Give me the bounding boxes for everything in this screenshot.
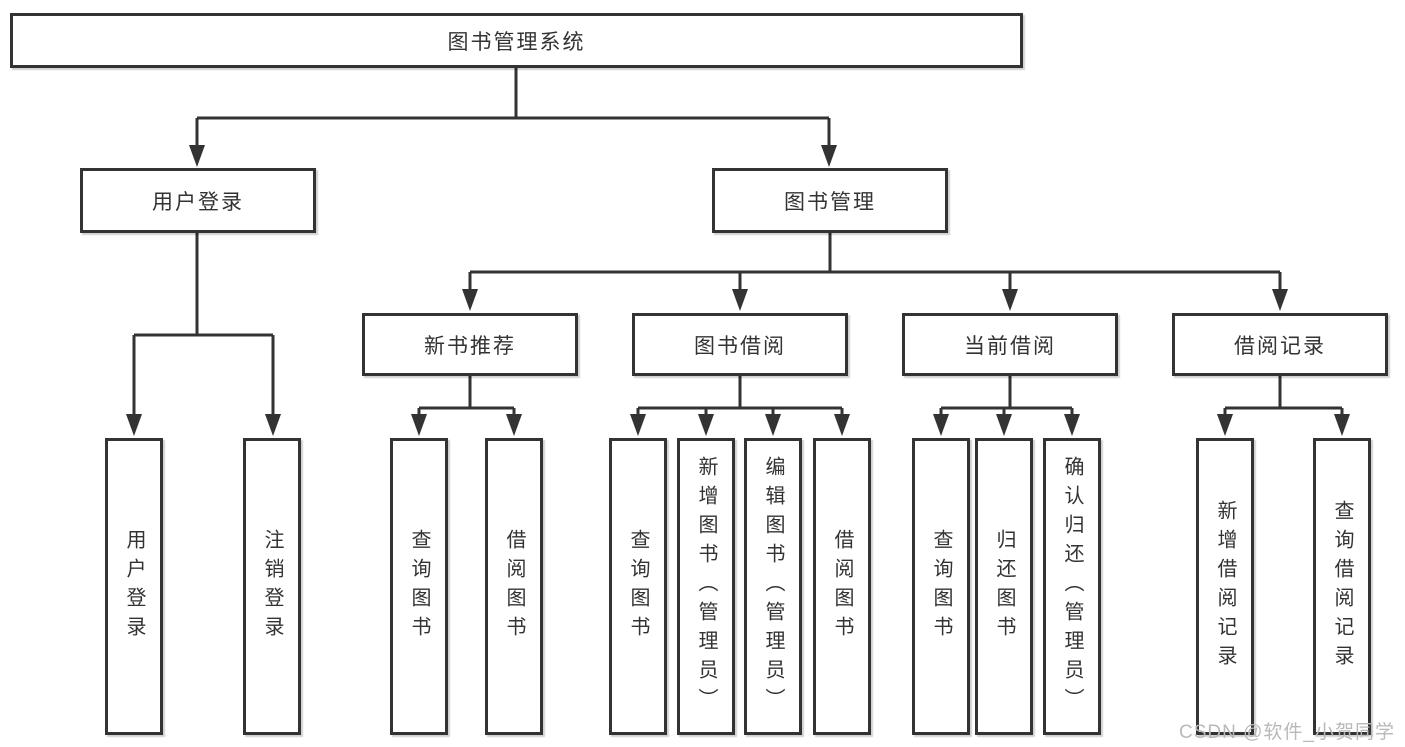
node-borrow-records: 借阅记录: [1172, 313, 1388, 376]
node-label: 借阅图书: [503, 528, 525, 645]
node-label: 确认归还（管理员）: [1061, 456, 1083, 717]
leaf-logout: 注销登录: [243, 438, 301, 735]
leaf-add-book-admin: 新增图书（管理员）: [677, 438, 735, 735]
arrowheads: [126, 145, 1350, 436]
node-label: 用户登录: [152, 190, 244, 214]
arrow-down-icon: [1217, 414, 1233, 436]
node-label: 查询借阅记录: [1331, 499, 1353, 674]
arrow-down-icon: [462, 289, 478, 311]
arrow-down-icon: [630, 414, 646, 436]
node-label: 归还图书: [993, 528, 1015, 645]
leaf-edit-book-admin: 编辑图书（管理员）: [744, 438, 802, 735]
node-label: 当前借阅: [964, 334, 1056, 358]
leaf-user-login: 用户登录: [105, 438, 163, 735]
arrow-down-icon: [698, 414, 714, 436]
leaf-query-borrow-record: 查询借阅记录: [1313, 438, 1371, 735]
leaf-return-book: 归还图书: [975, 438, 1033, 735]
arrow-down-icon: [732, 289, 748, 311]
connector-current-borrow-leaves: [939, 376, 1074, 418]
arrow-down-icon: [126, 414, 142, 436]
node-label: 新书推荐: [424, 334, 516, 358]
arrow-down-icon: [411, 414, 427, 436]
node-label: 图书管理: [784, 190, 876, 214]
arrow-down-icon: [996, 414, 1012, 436]
node-book-management: 图书管理: [712, 168, 948, 233]
node-root: 图书管理系统: [10, 13, 1023, 68]
leaf-confirm-return-admin: 确认归还（管理员）: [1043, 438, 1101, 735]
node-label: 新增借阅记录: [1214, 499, 1236, 674]
arrow-down-icon: [506, 414, 522, 436]
connector-root-branches: [195, 68, 831, 150]
node-label: 图书借阅: [694, 334, 786, 358]
node-user-login: 用户登录: [80, 168, 316, 233]
arrow-down-icon: [1002, 289, 1018, 311]
connector-new-book-leaves: [417, 376, 516, 418]
leaf-borrow-books-recommend: 借阅图书: [485, 438, 543, 735]
node-label: 借阅图书: [831, 528, 853, 645]
arrow-down-icon: [765, 414, 781, 436]
arrow-down-icon: [933, 414, 949, 436]
connector-borrow-record-leaves: [1223, 376, 1344, 418]
arrow-down-icon: [1064, 414, 1080, 436]
node-label: 查询图书: [408, 528, 430, 645]
arrow-down-icon: [834, 414, 850, 436]
arrow-down-icon: [821, 145, 837, 167]
node-label: 编辑图书（管理员）: [762, 456, 784, 717]
node-new-book-recommend: 新书推荐: [362, 313, 578, 376]
arrow-down-icon: [265, 414, 281, 436]
node-label: 查询图书: [930, 528, 952, 645]
node-label: 图书管理系统: [447, 30, 586, 54]
leaf-query-books-recommend: 查询图书: [390, 438, 448, 735]
leaf-borrow-books-borrow: 借阅图书: [813, 438, 871, 735]
node-label: 用户登录: [123, 528, 145, 645]
connector-user-login-leaves: [132, 233, 275, 419]
node-label: 借阅记录: [1234, 334, 1326, 358]
arrow-down-icon: [189, 145, 205, 167]
node-current-borrow: 当前借阅: [902, 313, 1118, 376]
arrow-down-icon: [1272, 289, 1288, 311]
node-label: 新增图书（管理员）: [695, 456, 717, 717]
connector-book-mgmt-modules: [468, 233, 1282, 293]
connector-book-borrow-leaves: [636, 376, 844, 418]
leaf-add-borrow-record: 新增借阅记录: [1196, 438, 1254, 735]
node-label: 注销登录: [261, 528, 283, 645]
node-book-borrow: 图书借阅: [632, 313, 848, 376]
leaf-query-books-current: 查询图书: [912, 438, 970, 735]
csdn-watermark: CSDN @软件_小贺同学: [1179, 722, 1395, 743]
leaf-query-books-borrow: 查询图书: [609, 438, 667, 735]
arrow-down-icon: [1334, 414, 1350, 436]
node-label: 查询图书: [627, 528, 649, 645]
